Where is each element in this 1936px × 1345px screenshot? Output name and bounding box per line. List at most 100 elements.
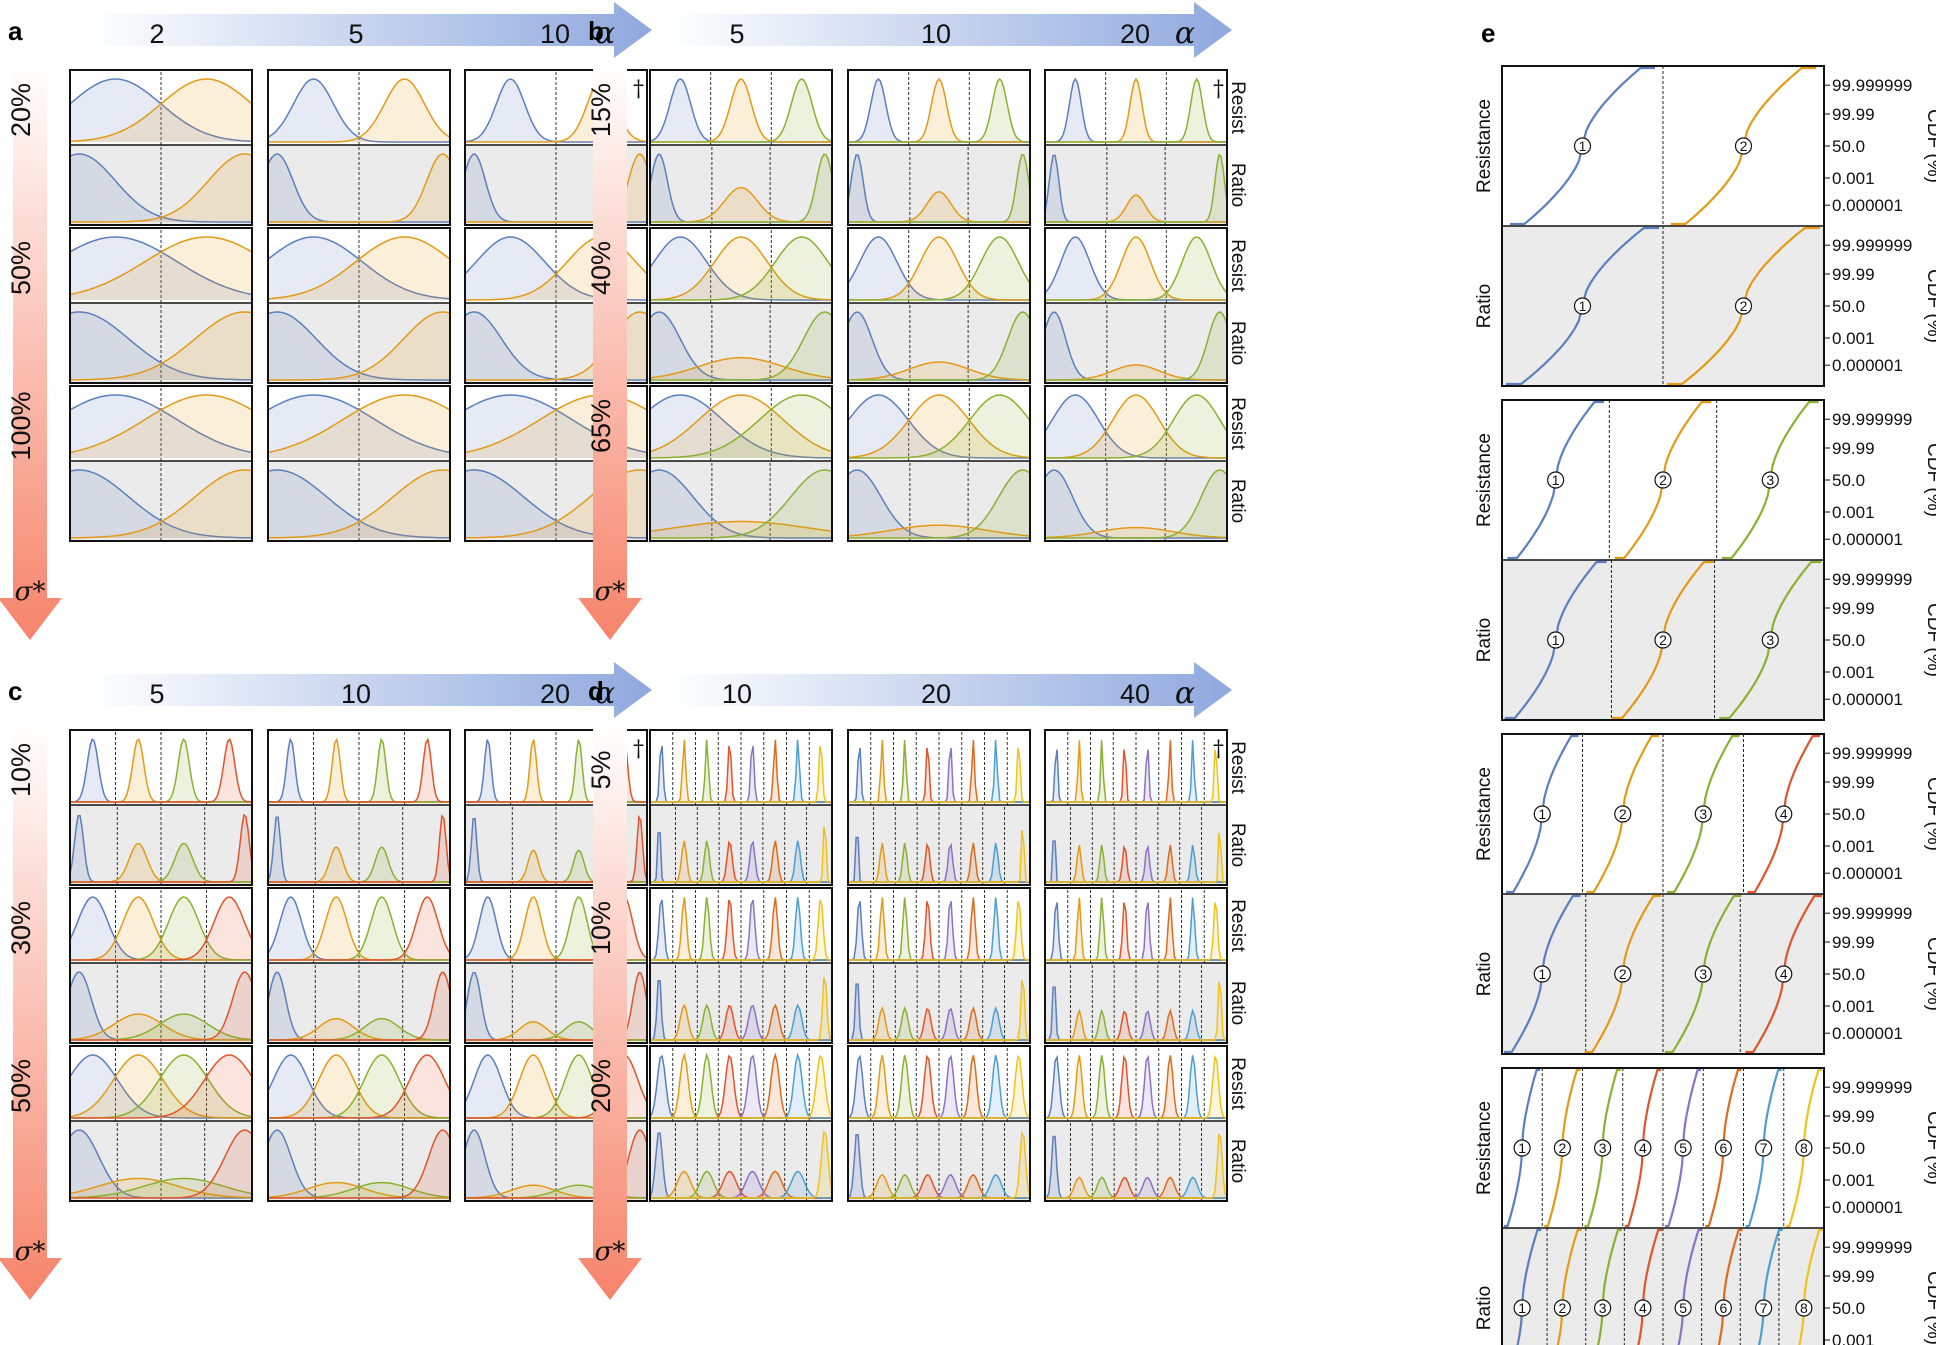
subplot-r2-c2 — [267, 887, 451, 1044]
state-label: 4 — [1639, 1140, 1647, 1156]
subplot-frame — [649, 227, 833, 384]
cdf-right-label: CDF (%) — [1923, 937, 1936, 1011]
ratio-curve-state-8 — [650, 826, 832, 883]
ratio-area-state-1 — [1045, 312, 1227, 380]
resist-area-state-2 — [70, 395, 252, 458]
resist-curve-state-4 — [268, 737, 450, 803]
subplot-r3-c2 — [267, 1045, 451, 1202]
sigma-symbol: σ* — [15, 1237, 46, 1267]
state-marker — [1795, 1299, 1813, 1317]
resist-area-state-7 — [650, 1055, 832, 1118]
subplot-frame — [1044, 887, 1228, 1044]
sigma-value: 30% — [6, 901, 36, 955]
state-marker — [1533, 965, 1551, 983]
subplot-frame — [649, 69, 833, 226]
resist-curve-state-2 — [69, 394, 253, 454]
ratio-area-state-2 — [650, 187, 832, 222]
state-label: 2 — [1558, 1300, 1566, 1316]
resist-curve-state-3 — [1045, 236, 1228, 301]
state-marker — [1594, 1139, 1612, 1157]
ratio-area-state-2 — [268, 312, 450, 380]
row-label-resist: Resist — [1227, 741, 1248, 795]
ratio-area-state-7 — [1045, 1010, 1227, 1040]
panel-a: a2510α20%50%100%σ*†ResistRatioResistRati… — [0, 2, 668, 640]
resist-area-state-1 — [70, 79, 252, 142]
ratio-area-state-1 — [1045, 470, 1227, 538]
resist-curve-state-3 — [650, 78, 833, 143]
resist-area-state-3 — [848, 79, 1030, 142]
ratio-area-state-3 — [848, 312, 1030, 380]
alpha-value: 5 — [348, 19, 363, 49]
subplot-frame — [267, 227, 451, 384]
row-label-resist: Resist — [1227, 899, 1248, 953]
ratio-curve-state-3 — [650, 153, 833, 223]
subplot-frame — [847, 385, 1031, 542]
subplot-r2-c3 — [1044, 887, 1228, 1044]
sigma-arrow — [0, 722, 62, 1300]
ratio-area-state-7 — [650, 1005, 832, 1040]
state-marker — [1734, 137, 1753, 155]
sigma-value: 20% — [6, 83, 36, 137]
ratio-area-state-4 — [70, 972, 252, 1040]
dagger-mark: † — [1213, 77, 1224, 102]
row-label-resist: Resist — [1227, 81, 1248, 135]
state-label: 4 — [1780, 806, 1788, 822]
panel-letter-c: c — [8, 676, 22, 706]
ratio-bg — [650, 461, 832, 541]
resist-bg — [1045, 386, 1227, 461]
resist-curve-state-2 — [267, 236, 451, 300]
cdf-tick-label: 99.99 — [1832, 1267, 1875, 1286]
subplot-r1-c2 — [267, 69, 451, 226]
state-marker — [1547, 471, 1565, 489]
resist-area-state-4 — [268, 1055, 450, 1118]
resist-curve-state-8 — [650, 745, 832, 803]
state-label: 5 — [1679, 1140, 1687, 1156]
cdf-tick-label: 99.99 — [1832, 265, 1875, 284]
cdf-ylabel-resistance: Resistance — [1474, 1101, 1495, 1195]
row-label-resist: Resist — [1227, 239, 1248, 293]
resist-area-state-1 — [465, 237, 647, 300]
ratio-area-state-2 — [70, 312, 252, 380]
ratio-area-state-1 — [465, 1130, 647, 1198]
ratio-curve-state-3 — [1045, 153, 1228, 223]
resist-curve-state-4 — [268, 896, 451, 961]
resist-area-state-1 — [848, 237, 1030, 300]
ratio-area-state-4 — [465, 972, 647, 1040]
ratio-curve-state-3 — [1045, 311, 1228, 381]
subplot-frame — [69, 69, 253, 226]
ratio-area-state-3 — [465, 1021, 647, 1040]
cdf-tick-label: 0.000001 — [1832, 1198, 1903, 1217]
resist-area-state-1 — [650, 1056, 832, 1118]
sigma-value: 5% — [586, 750, 616, 789]
cdf-tick-label: 50.0 — [1832, 297, 1865, 316]
resist-area-state-1 — [70, 897, 252, 960]
ratio-curve-state-2 — [70, 153, 253, 223]
cdf-right-label: CDF (%) — [1923, 1271, 1936, 1345]
dagger-mark: † — [1213, 737, 1224, 762]
state-label: 2 — [1740, 298, 1748, 314]
subplot-r1-c1 — [649, 729, 833, 886]
resist-area-state-4 — [70, 739, 252, 802]
resist-area-state-7 — [1045, 1055, 1227, 1118]
ratio-area-state-2 — [848, 1174, 1030, 1198]
ratio-area-state-4 — [465, 1130, 647, 1198]
alpha-symbol: α — [1175, 16, 1195, 51]
resist-area-state-3 — [650, 237, 832, 300]
subplot-r3-c2 — [847, 1045, 1031, 1202]
sigma-value: 15% — [586, 83, 616, 137]
resist-curve-state-2 — [847, 394, 1031, 459]
state-marker — [1761, 471, 1779, 489]
ratio-curve-state-8 — [1045, 832, 1227, 883]
cdf-tick-label: 50.0 — [1832, 137, 1865, 156]
sigma-value: 40% — [586, 241, 616, 295]
ratio-area-state-3 — [650, 470, 832, 538]
subplot-frame — [69, 385, 253, 542]
subplot-frame — [649, 385, 833, 542]
ratio-area-state-3 — [1045, 312, 1227, 380]
ratio-curve-state-2 — [268, 153, 451, 223]
subplot-r3-c2 — [847, 385, 1031, 542]
state-marker — [1755, 1139, 1773, 1157]
